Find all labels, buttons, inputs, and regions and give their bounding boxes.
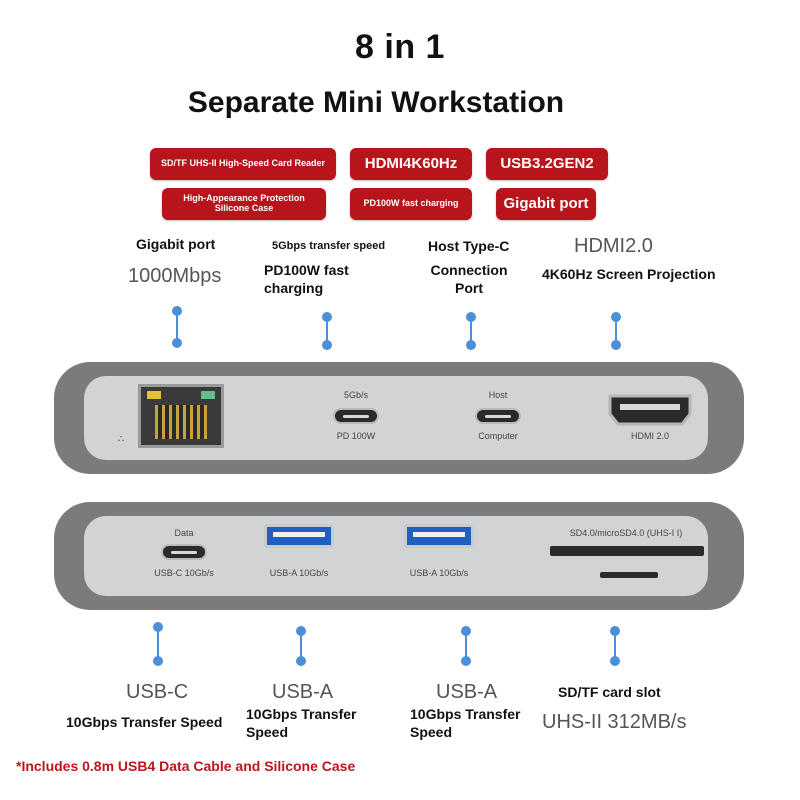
connector-dot <box>172 338 182 348</box>
label-sd-sub: UHS-II 312MB/s <box>542 711 687 733</box>
label-gigabit-value: 1000Mbps <box>128 265 222 287</box>
connector-dot <box>466 340 476 350</box>
label-usba1-sub: 10Gbps Transfer Speed <box>246 706 357 740</box>
label-host-sub: Connection Port <box>430 262 508 296</box>
ethernet-port <box>138 384 224 448</box>
usb-c-pd-port <box>333 408 379 424</box>
connector-line <box>470 316 472 346</box>
port-label-usba1-bottom: USB-A 10Gb/s <box>269 568 329 578</box>
port-label-usba2-bottom: USB-A 10Gb/s <box>409 568 469 578</box>
badge-gigabit: Gigabit port <box>496 188 596 220</box>
connector-dot <box>610 656 620 666</box>
port-label-pd-bottom: PD 100W <box>336 431 376 441</box>
badge-silicone-case: High-Appearance Protection Silicone Case <box>162 188 326 220</box>
badge-usb: USB3.2GEN2 <box>486 148 608 180</box>
page-title: 8 in 1 <box>355 28 445 66</box>
port-label-usbc-bottom: USB-C 10Gb/s <box>154 568 214 578</box>
label-usba2-sub: 10Gbps Transfer Speed <box>410 706 521 740</box>
footer-note: *Includes 0.8m USB4 Data Cable and Silic… <box>16 758 356 774</box>
port-label-usbc-top: Data <box>174 528 194 538</box>
port-label-pd-top: 5Gb/s <box>343 390 368 400</box>
hdmi-port-icon <box>608 394 692 426</box>
label-hdmi-sub: 4K60Hz Screen Projection <box>542 266 716 282</box>
connector-dot <box>296 656 306 666</box>
usb-a-port-1 <box>264 524 334 548</box>
connector-dot <box>322 340 332 350</box>
connector-dot <box>461 656 471 666</box>
port-label-hdmi-bottom: HDMI 2.0 <box>630 431 669 441</box>
usb-c-host-port <box>475 408 521 424</box>
sd-card-slot <box>550 546 704 556</box>
connector-line <box>300 630 302 660</box>
microsd-card-slot <box>600 572 658 578</box>
badge-pd: PD100W fast charging <box>350 188 472 220</box>
hub-bottom-face: Data USB-C 10Gb/s USB-A 10Gb/s USB-A 10G… <box>84 516 708 596</box>
label-pd-speed: 5Gbps transfer speed <box>272 240 386 252</box>
port-label-host-top: Host <box>488 390 508 400</box>
connector-line <box>614 630 616 660</box>
led-green-icon <box>201 391 215 399</box>
label-usba2-title: USB-A <box>436 681 498 703</box>
port-label-host-bottom: Computer <box>478 431 518 441</box>
label-sd-title: SD/TF card slot <box>558 684 661 700</box>
badge-hdmi: HDMI4K60Hz <box>350 148 472 180</box>
label-usbc-sub: 10Gbps Transfer Speed <box>66 714 223 730</box>
connector-line <box>157 626 159 660</box>
connector-line <box>176 310 178 344</box>
badge-card-reader: SD/TF UHS-II High-Speed Card Reader <box>150 148 336 180</box>
connector-line <box>615 316 617 346</box>
connector-dot <box>611 340 621 350</box>
label-usba1-title: USB-A <box>272 681 334 703</box>
label-pd-title: PD100W fast charging <box>264 262 349 296</box>
label-hdmi-title: HDMI2.0 <box>574 235 653 257</box>
led-yellow-icon <box>147 391 161 399</box>
page-subtitle: Separate Mini Workstation <box>187 86 565 119</box>
label-usbc-title: USB-C <box>126 681 189 703</box>
connector-line <box>326 316 328 346</box>
usb-a-port-2 <box>404 524 474 548</box>
label-host-title: Host Type-C <box>428 238 510 254</box>
hub-top: ∴ 5Gb/s PD 100W Host Computer HDMI 2.0 <box>54 362 744 474</box>
hub-top-face: ∴ 5Gb/s PD 100W Host Computer HDMI 2.0 <box>84 376 708 460</box>
label-gigabit-title: Gigabit port <box>136 236 216 252</box>
hub-bottom: Data USB-C 10Gb/s USB-A 10Gb/s USB-A 10G… <box>54 502 744 610</box>
rj45-pins <box>155 405 207 439</box>
network-icon: ∴ <box>118 434 125 445</box>
connector-line <box>465 630 467 660</box>
usb-c-data-port <box>161 544 207 560</box>
port-label-sd-top: SD4.0/microSD4.0 (UHS-I I) <box>569 528 683 538</box>
connector-dot <box>153 656 163 666</box>
